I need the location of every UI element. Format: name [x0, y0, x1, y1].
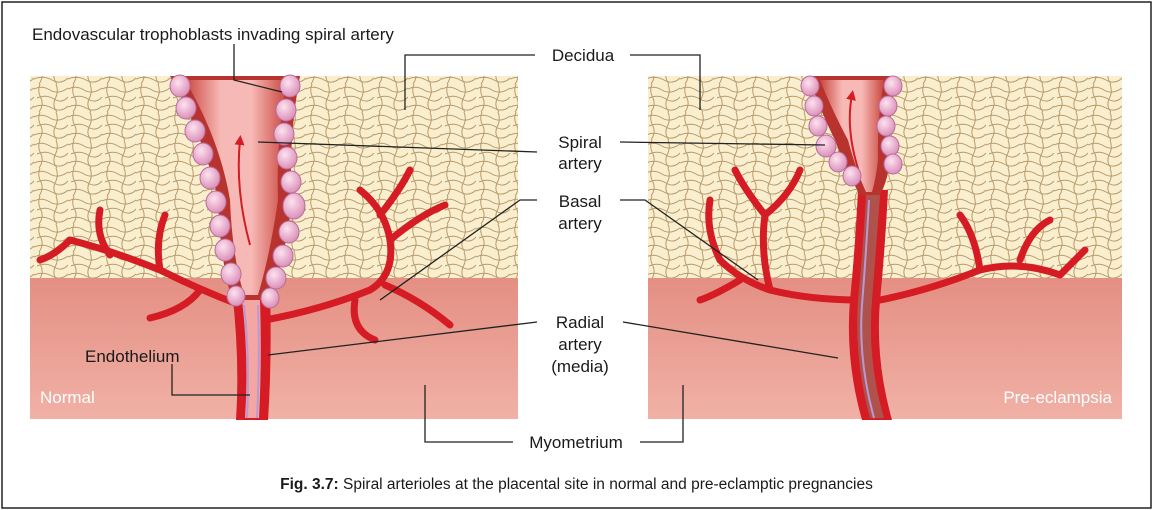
normal-panel: Normal	[30, 75, 518, 420]
pre-eclampsia-label: Pre-eclampsia	[1003, 388, 1112, 407]
radial-artery-label-line2: artery	[558, 335, 602, 354]
radial-artery-label-line1: Radial	[556, 313, 604, 332]
basal-artery-label-line1: Basal	[559, 192, 602, 211]
radial-artery-label-line3: (media)	[551, 357, 609, 376]
basal-artery-label-line2: artery	[558, 214, 602, 233]
trophoblasts-label: Endovascular trophoblasts invading spira…	[32, 25, 394, 44]
myometrium-label: Myometrium	[529, 433, 623, 452]
spiral-artery-label-line1: Spiral	[558, 133, 601, 152]
pre-eclampsia-panel: Pre-eclampsia	[648, 76, 1122, 420]
figure-caption: Fig. 3.7: Spiral arterioles at the place…	[0, 476, 1153, 494]
spiral-artery-label-line2: artery	[558, 154, 602, 173]
caption-text: Spiral arterioles at the placental site …	[343, 476, 873, 493]
decidua-label: Decidua	[552, 46, 615, 65]
normal-label: Normal	[40, 388, 95, 407]
figure-number: Fig. 3.7:	[280, 476, 339, 493]
endothelium-label: Endothelium	[85, 347, 180, 366]
